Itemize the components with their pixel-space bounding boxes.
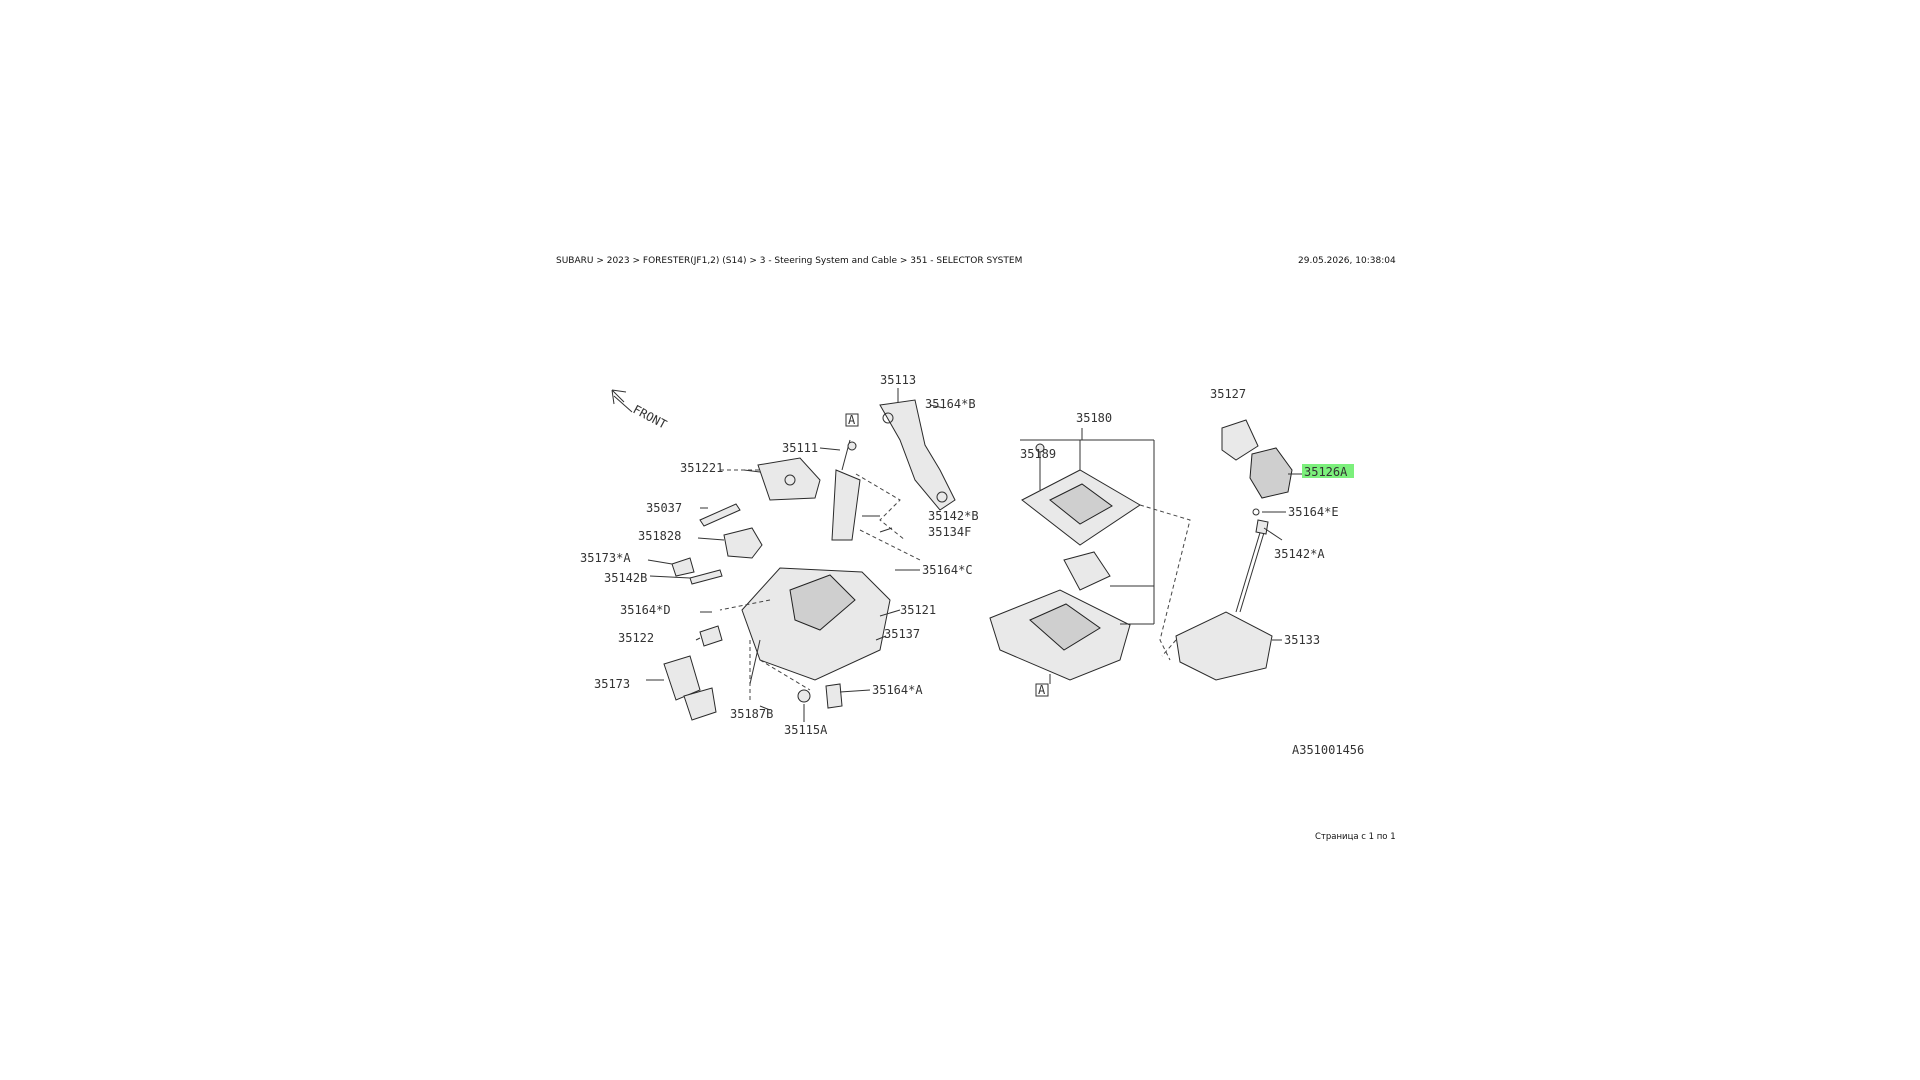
front-label: FRONT [631,402,669,431]
clip-right-part [825,683,843,709]
part-label-35111: 35111 [782,441,818,455]
part-label-35127: 35127 [1210,387,1246,401]
part-label-351828: 351828 [638,529,681,543]
part-label-35180: 35180 [1076,411,1112,425]
part-label-35126A[interactable]: 35126A [1304,465,1348,479]
part-label-35133: 35133 [1284,633,1320,647]
cap-part [699,625,723,647]
part-label-35142B-left: 35142B [604,571,647,585]
part-label-35121: 35121 [900,603,936,617]
ref-marker-box [1035,683,1049,697]
part-label-35115A: 35115A [784,723,828,737]
part-label-35137: 35137 [884,627,920,641]
part-label-35164B: 35164*B [925,397,976,411]
ref-marker-box [845,413,859,427]
part-label-35113: 35113 [880,373,916,387]
ref-marker: A [1038,683,1046,697]
part-label-35173: 35173 [594,677,630,691]
part-label-35037: 35037 [646,501,682,515]
part-label-35142A: 35142*A [1274,547,1325,561]
part-label-35189: 35189 [1020,447,1056,461]
part-label-35187B: 35187B [730,707,773,721]
part-label-35164E: 35164*E [1288,505,1339,519]
breadcrumb: SUBARU > 2023 > FORESTER(JF1,2) (S14) > … [556,256,1023,266]
print-timestamp: 29.05.2026, 10:38:04 [1298,256,1396,266]
part-label-35173A: 35173*A [580,551,631,565]
page-count: Страница с 1 по 1 [1315,832,1396,842]
part-label-35134F: 35134F [928,525,971,539]
housing-part [741,567,891,700]
stud-part [749,639,761,685]
base-plate-part [989,589,1131,681]
highlight-marker [1302,464,1354,478]
bracket-lower-part [663,655,701,701]
switch-part [723,527,763,559]
leader-lines [646,388,945,722]
group-bracket-lines [1020,428,1155,625]
pin-part [699,503,741,527]
part-label-35164C: 35164*C [922,563,973,577]
figure-code: A351001456 [1292,743,1364,757]
detent-part [1063,551,1111,591]
lever-base-part [1175,611,1273,681]
part-label-351221: 351221 [680,461,723,475]
part-label-35164D: 35164*D [620,603,671,617]
knob-button-part [1221,419,1259,461]
shift-knob-part [1249,447,1293,499]
grommet-part [797,689,811,703]
indicator-plate-part [1021,469,1141,546]
lever-part [831,439,861,541]
part-label-35122: 35122 [618,631,654,645]
bracket-part [879,399,956,511]
shift-lever-part [1235,519,1269,613]
bracket-lower2-part [683,687,717,721]
solenoid-part [757,457,821,501]
ref-marker: A [848,413,856,427]
front-arrow-icon [611,389,633,413]
part-label-35142B-right: 35142*B [928,509,979,523]
leader-lines-right [1262,473,1302,641]
part-label-35164A: 35164*A [872,683,923,697]
rod-part [689,569,723,585]
clip-part [671,557,695,577]
clip-ring-part [1252,508,1260,516]
